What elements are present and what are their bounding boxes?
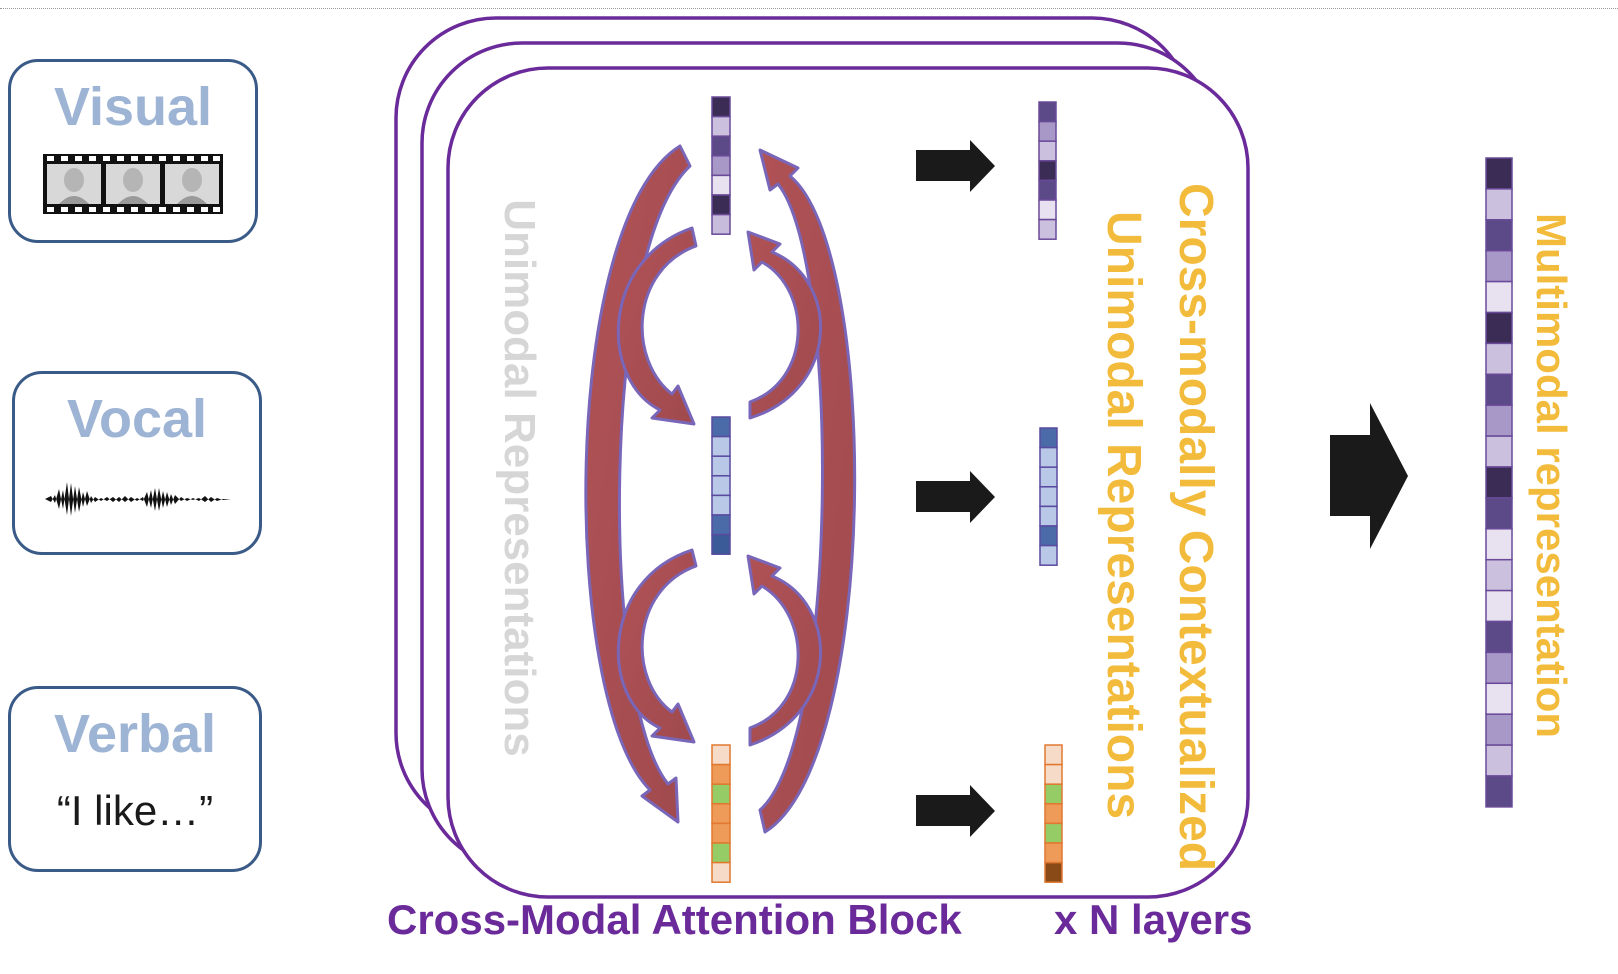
visual-cell xyxy=(711,174,731,196)
arrow-right-visual xyxy=(916,140,995,192)
vocal-cell xyxy=(711,475,731,497)
vocal-cell xyxy=(711,494,731,516)
verbal-cell xyxy=(711,842,731,864)
waveform-icon xyxy=(45,482,231,516)
multimodal-cell xyxy=(1485,373,1513,406)
ctx-visual-vector xyxy=(1038,101,1057,240)
ctx-vocal-cell xyxy=(1039,486,1058,508)
vocal-cell xyxy=(711,455,731,477)
verbal-vector xyxy=(711,744,731,883)
ctx-visual-cell xyxy=(1038,179,1057,201)
vocal-cell xyxy=(711,514,731,536)
cross-modal-label-line2: Unimodal Representations xyxy=(1097,211,1150,820)
vocal-title: Vocal xyxy=(66,389,208,449)
multimodal-cell xyxy=(1485,435,1513,468)
ctx-visual-cell xyxy=(1038,218,1057,240)
ctx-verbal-cell xyxy=(1044,861,1063,883)
ctx-visual-cell xyxy=(1038,160,1057,182)
arrow-vocal-to-visual-right xyxy=(746,230,823,420)
multimodal-representation-label: Multimodal representation xyxy=(1528,213,1575,739)
ctx-verbal-cell xyxy=(1044,744,1063,766)
ctx-verbal-cell xyxy=(1044,763,1063,785)
multimodal-cell xyxy=(1485,466,1513,499)
multimodal-cell xyxy=(1485,342,1513,376)
verbal-cell xyxy=(711,803,731,825)
multimodal-cell xyxy=(1485,620,1513,654)
verbal-text: “I like…” xyxy=(56,787,214,834)
arrow-right-vocal xyxy=(916,471,995,523)
visual-cell xyxy=(711,135,731,157)
arrow-right-fusion xyxy=(1330,403,1408,549)
visual-modality-box: Visual xyxy=(8,59,258,243)
visual-cell xyxy=(711,194,731,216)
multimodal-cell xyxy=(1485,157,1513,190)
visual-title: Visual xyxy=(53,77,213,137)
ctx-verbal-vector xyxy=(1044,744,1063,883)
verbal-cell xyxy=(711,783,731,805)
ctx-vocal-vector xyxy=(1039,427,1058,566)
multimodal-cell xyxy=(1485,744,1513,777)
multimodal-cell xyxy=(1485,497,1513,530)
arrow-verbal-to-vocal-right xyxy=(746,554,823,747)
multimodal-cell xyxy=(1485,219,1513,252)
ctx-vocal-cell xyxy=(1039,446,1058,468)
unimodal-representations-label: Unimodal Representations xyxy=(495,199,544,757)
black-arrows xyxy=(916,140,1408,837)
ctx-vocal-cell xyxy=(1039,505,1058,527)
visual-cell xyxy=(711,96,731,118)
vocal-vector xyxy=(711,416,731,555)
arrow-vocal-to-verbal-left xyxy=(616,548,698,744)
arrow-right-verbal xyxy=(916,785,995,837)
vocal-cell xyxy=(711,435,731,457)
ctx-verbal-cell xyxy=(1044,803,1063,825)
verbal-modality-box: Verbal “I like…” xyxy=(8,686,262,872)
ctx-vocal-cell xyxy=(1039,544,1058,566)
verbal-cell xyxy=(711,861,731,883)
visual-cell xyxy=(711,213,731,235)
multimodal-cell xyxy=(1485,713,1513,746)
cross-modal-attention-block-label: Cross-Modal Attention Block xyxy=(387,896,962,943)
ctx-vocal-cell xyxy=(1039,525,1058,547)
multimodal-cell xyxy=(1485,682,1513,715)
multimodal-cell xyxy=(1485,404,1513,437)
multimodal-cell xyxy=(1485,528,1513,561)
visual-cell xyxy=(711,115,731,137)
multimodal-cell xyxy=(1485,188,1513,221)
multimodal-cell xyxy=(1485,280,1513,314)
ctx-visual-cell xyxy=(1038,120,1057,142)
multimodal-cell xyxy=(1485,558,1513,592)
ctx-visual-cell xyxy=(1038,101,1057,123)
ctx-verbal-cell xyxy=(1044,783,1063,805)
cross-modal-label-line1: Cross-modally Contextualized xyxy=(1169,183,1222,872)
verbal-cell xyxy=(711,744,731,766)
ctx-visual-cell xyxy=(1038,140,1057,162)
ctx-verbal-cell xyxy=(1044,822,1063,844)
verbal-cell xyxy=(711,763,731,785)
verbal-title: Verbal xyxy=(53,704,217,764)
vocal-modality-box: Vocal xyxy=(12,371,262,555)
visual-vector xyxy=(711,96,731,235)
multimodal-cell xyxy=(1485,249,1513,283)
ctx-verbal-cell xyxy=(1044,842,1063,864)
vocal-cell xyxy=(711,416,731,438)
arrow-visual-to-vocal-left xyxy=(616,226,698,426)
multimodal-cell xyxy=(1485,775,1513,808)
n-layers-label: x N layers xyxy=(1054,896,1253,943)
visual-cell xyxy=(711,155,731,177)
multimodal-cell xyxy=(1485,311,1513,345)
ctx-vocal-cell xyxy=(1039,427,1058,449)
multimodal-cell xyxy=(1485,589,1513,623)
vocal-cell xyxy=(711,533,731,555)
multimodal-cell xyxy=(1485,651,1513,685)
film-strip-face-icon xyxy=(43,154,223,214)
multimodal-vector xyxy=(1485,157,1513,808)
ctx-vocal-cell xyxy=(1039,466,1058,488)
ctx-visual-cell xyxy=(1038,199,1057,221)
top-dotted-rule xyxy=(0,8,1618,9)
verbal-cell xyxy=(711,822,731,844)
